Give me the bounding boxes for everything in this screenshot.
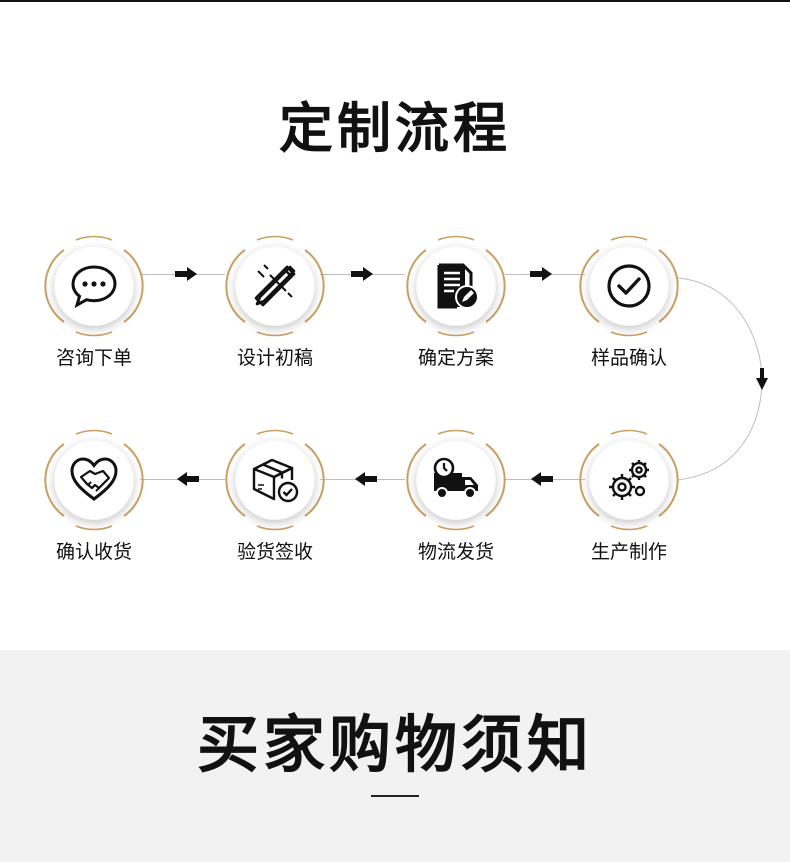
gold-ring-decoration <box>579 429 679 531</box>
curved-connector <box>677 277 768 481</box>
arrow-down-icon <box>756 368 768 390</box>
arrow-left-icon <box>531 472 553 486</box>
icon-disk <box>235 246 315 326</box>
chat-bubble-icon <box>71 265 117 309</box>
step-label: 样品确认 <box>590 347 667 369</box>
step-label: 确认收货 <box>55 541 132 563</box>
icon-disk <box>54 440 134 520</box>
title-underline-dash <box>371 795 419 797</box>
buyer-notice-section: 买家购物须知 <box>0 650 790 862</box>
step-label: 确定方案 <box>417 347 494 369</box>
arrow-right-icon <box>351 267 373 281</box>
icon-disk <box>54 246 134 326</box>
arrow-left-icon <box>177 472 199 486</box>
gold-ring-decoration <box>44 429 144 531</box>
flow-title: 定制流程 <box>279 97 511 160</box>
icon-disk <box>589 246 669 326</box>
icon-disk <box>416 440 496 520</box>
arrow-right-icon <box>530 267 552 281</box>
top-border-line <box>0 0 790 2</box>
pencil-ruler-icon <box>254 264 296 307</box>
gold-ring-decoration <box>225 429 325 531</box>
handshake-heart-icon <box>70 457 118 501</box>
icon-disk <box>589 440 669 520</box>
gold-ring-decoration <box>225 235 325 337</box>
document-edit-icon <box>437 263 479 309</box>
custom-flow-section: 定制流程 咨询下单 <box>0 2 790 650</box>
gold-ring-decoration <box>406 235 506 337</box>
notice-title: 买家购物须知 <box>196 708 593 781</box>
step-label: 生产制作 <box>590 541 667 563</box>
step-label: 物流发货 <box>417 541 494 563</box>
step-label: 验货签收 <box>236 541 313 563</box>
gold-ring-decoration <box>44 235 144 337</box>
step-label: 设计初稿 <box>236 347 313 369</box>
package-check-icon <box>252 458 299 503</box>
gears-icon <box>609 460 649 500</box>
gold-ring-decoration <box>579 235 679 337</box>
icon-disk <box>416 246 496 326</box>
icon-disk <box>235 440 315 520</box>
checkmark-circle-icon <box>607 264 651 308</box>
arrow-right-icon <box>175 267 197 281</box>
gold-ring-decoration <box>406 429 506 531</box>
arrow-left-icon <box>355 472 377 486</box>
delivery-truck-icon <box>433 457 478 499</box>
step-label: 咨询下单 <box>55 347 132 369</box>
